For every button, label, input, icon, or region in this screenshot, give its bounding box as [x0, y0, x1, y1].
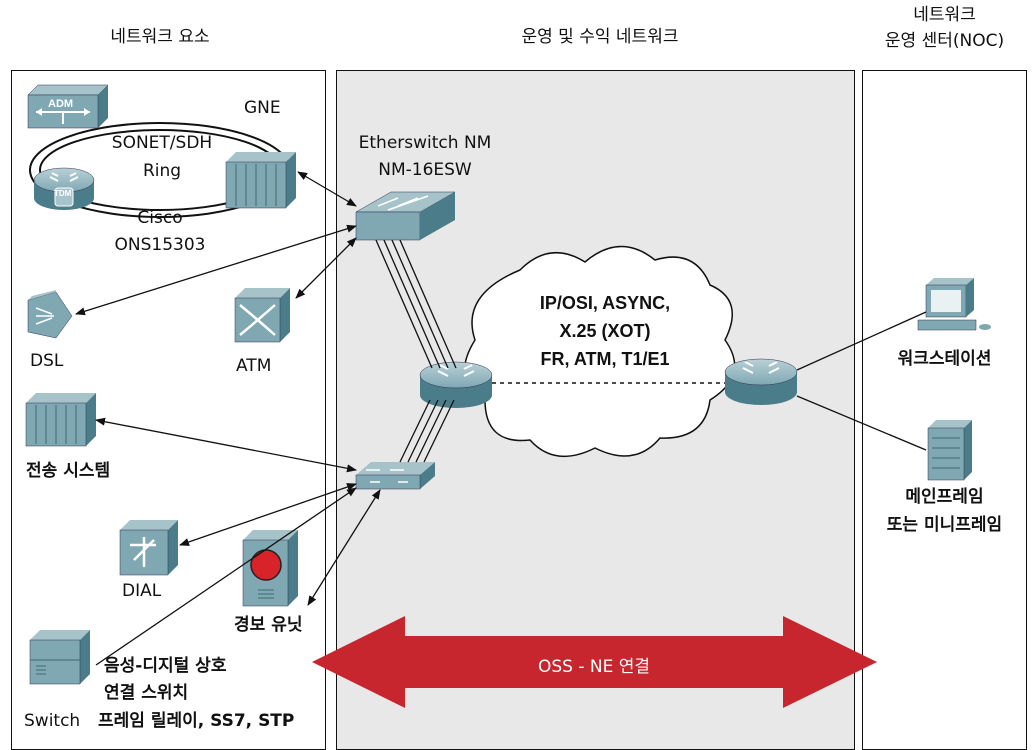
mainframe-label-2: 또는 미니프레임	[886, 515, 1003, 535]
cloud-line-3: FR, ATM, T1/E1	[540, 349, 670, 369]
ring-label-2: Ring	[142, 161, 182, 181]
transmission-system-icon	[25, 393, 96, 447]
header-noc-line2: 운영 센터(NOC)	[884, 31, 1005, 51]
alarm-label: 경보 유닛	[234, 615, 303, 635]
trunk-lines	[375, 239, 927, 463]
header-noc-line1: 네트워크	[913, 5, 976, 25]
cloud-line-2: X.25 (XOT)	[559, 321, 651, 341]
switch-label: Switch	[24, 711, 81, 731]
gne-label: GNE	[244, 98, 281, 118]
dsl-icon	[27, 290, 73, 339]
adm-icon	[27, 84, 109, 129]
tdm-router-icon	[33, 167, 95, 210]
dial-label: DIAL	[122, 581, 162, 601]
dial-icon	[119, 520, 178, 576]
ons15303-icon	[225, 152, 296, 209]
atm-switch-icon	[234, 288, 290, 343]
switch-desc-2: 연결 스위치	[104, 683, 189, 703]
workstation-icon	[917, 278, 991, 331]
dsl-label: DSL	[30, 351, 64, 371]
atm-label: ATM	[236, 356, 272, 376]
etherswitch-label-1: Etherswitch NM	[358, 133, 492, 153]
tdm-label: TDM	[54, 189, 72, 198]
access-server-icon	[355, 462, 435, 490]
etherswitch-icon	[355, 191, 456, 241]
adm-label-text: ADM	[48, 98, 74, 110]
mainframe-icon	[927, 420, 972, 481]
workstation-label: 워크스테이션	[897, 349, 992, 369]
cisco-label-2: ONS15303	[114, 235, 206, 255]
oss-ne-label: OSS - NE 연결	[537, 657, 651, 677]
oss-ne-arrow	[312, 616, 877, 708]
ring-label-1: SONET/SDH	[111, 133, 213, 153]
switch-desc-1: 음성-디지털 상호	[104, 656, 227, 676]
router-right-icon	[724, 358, 798, 405]
cisco-label-1: Cisco	[137, 208, 183, 228]
header-network-elements: 네트워크 요소	[110, 27, 210, 47]
router-left-icon	[419, 361, 493, 408]
cloud-line-1: IP/OSI, ASYNC,	[539, 293, 671, 313]
switch-desc-3: 프레임 릴레이, SS7, STP	[98, 711, 295, 731]
voice-switch-icon	[29, 630, 90, 685]
connection-arrows	[75, 171, 381, 666]
transmission-label: 전송 시스템	[26, 461, 111, 481]
mainframe-label-1: 메인프레임	[905, 487, 984, 507]
alarm-unit-icon	[242, 530, 298, 607]
header-operations-network: 운영 및 수익 네트워크	[521, 27, 679, 47]
etherswitch-label-2: NM-16ESW	[378, 160, 472, 180]
